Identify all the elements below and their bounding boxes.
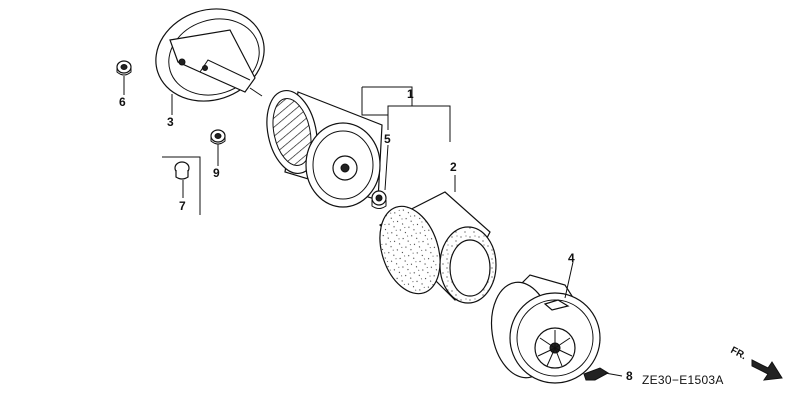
callout-1: 1 xyxy=(407,87,414,101)
leader-lines xyxy=(123,76,623,377)
callout-5: 5 xyxy=(384,132,391,146)
callout-3: 3 xyxy=(167,115,174,129)
part-2-foam-pre-cleaner xyxy=(378,191,497,304)
drawing-code: ZE30−E1503A xyxy=(642,373,724,387)
part-3-air-cleaner-base xyxy=(155,8,265,102)
part-8-clip xyxy=(583,367,609,381)
part-5-wing-nut xyxy=(371,190,387,209)
part-9-nut xyxy=(210,129,226,145)
front-direction-label: FR. xyxy=(729,345,749,362)
callout-2: 2 xyxy=(450,160,457,174)
callout-4: 4 xyxy=(568,251,575,265)
part-7-grommet-bolt xyxy=(162,156,201,215)
part-4-air-cleaner-cover xyxy=(490,274,601,384)
front-direction-arrow: FR. xyxy=(729,345,783,381)
callout-8: 8 xyxy=(626,369,633,383)
part-6-nut xyxy=(116,60,132,76)
callout-6: 6 xyxy=(119,95,126,109)
callout-7: 7 xyxy=(179,199,186,213)
part-1-paper-filter-element xyxy=(266,90,383,208)
callout-9: 9 xyxy=(213,166,220,180)
